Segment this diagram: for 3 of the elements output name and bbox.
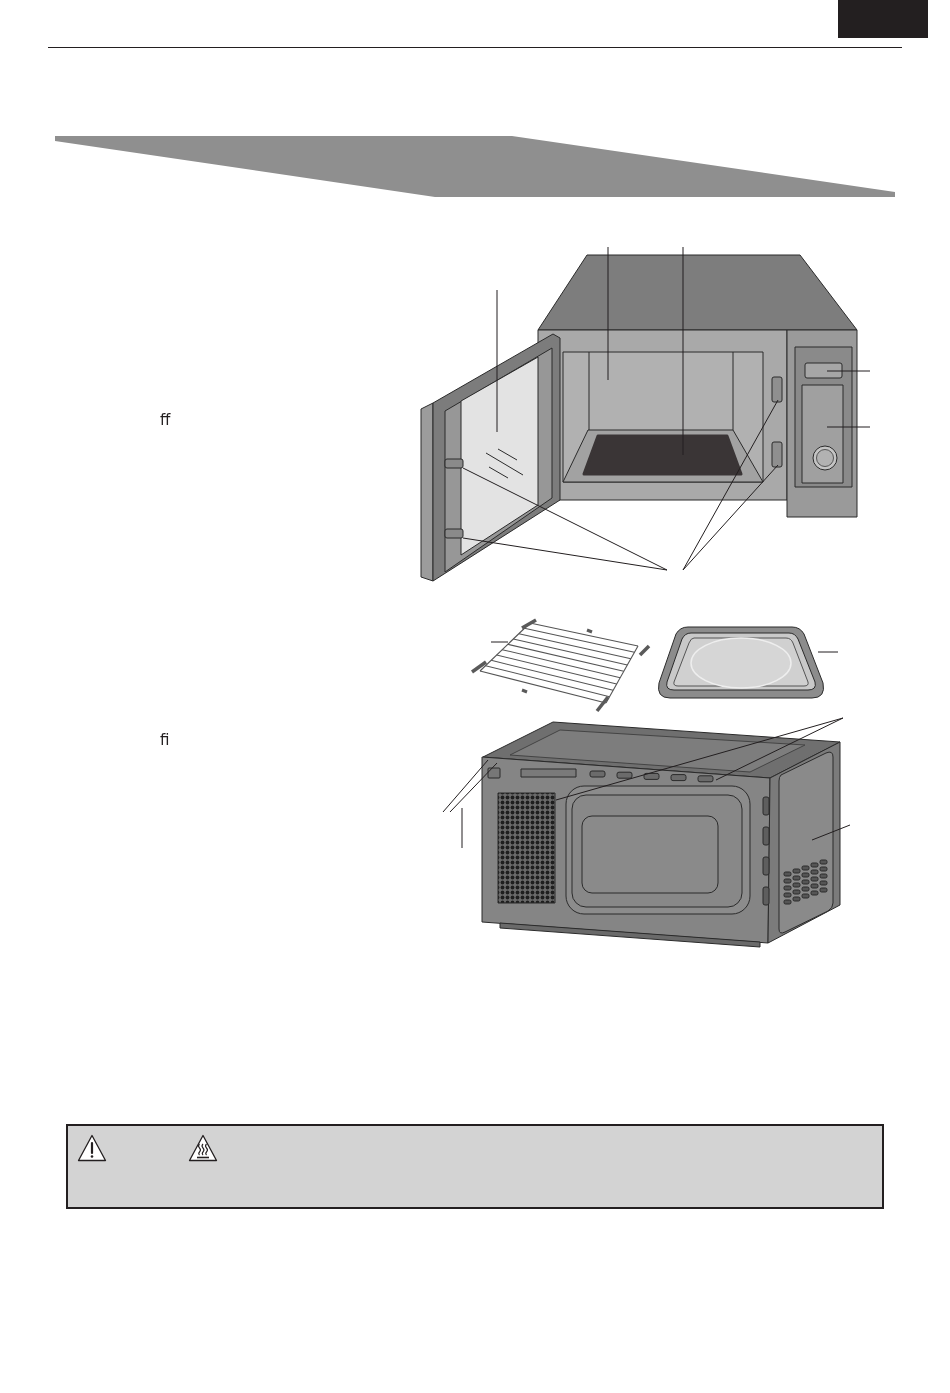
- text-fragment: fi: [160, 731, 170, 749]
- heading-banner: [55, 136, 895, 197]
- text-fragment: ff: [160, 411, 171, 429]
